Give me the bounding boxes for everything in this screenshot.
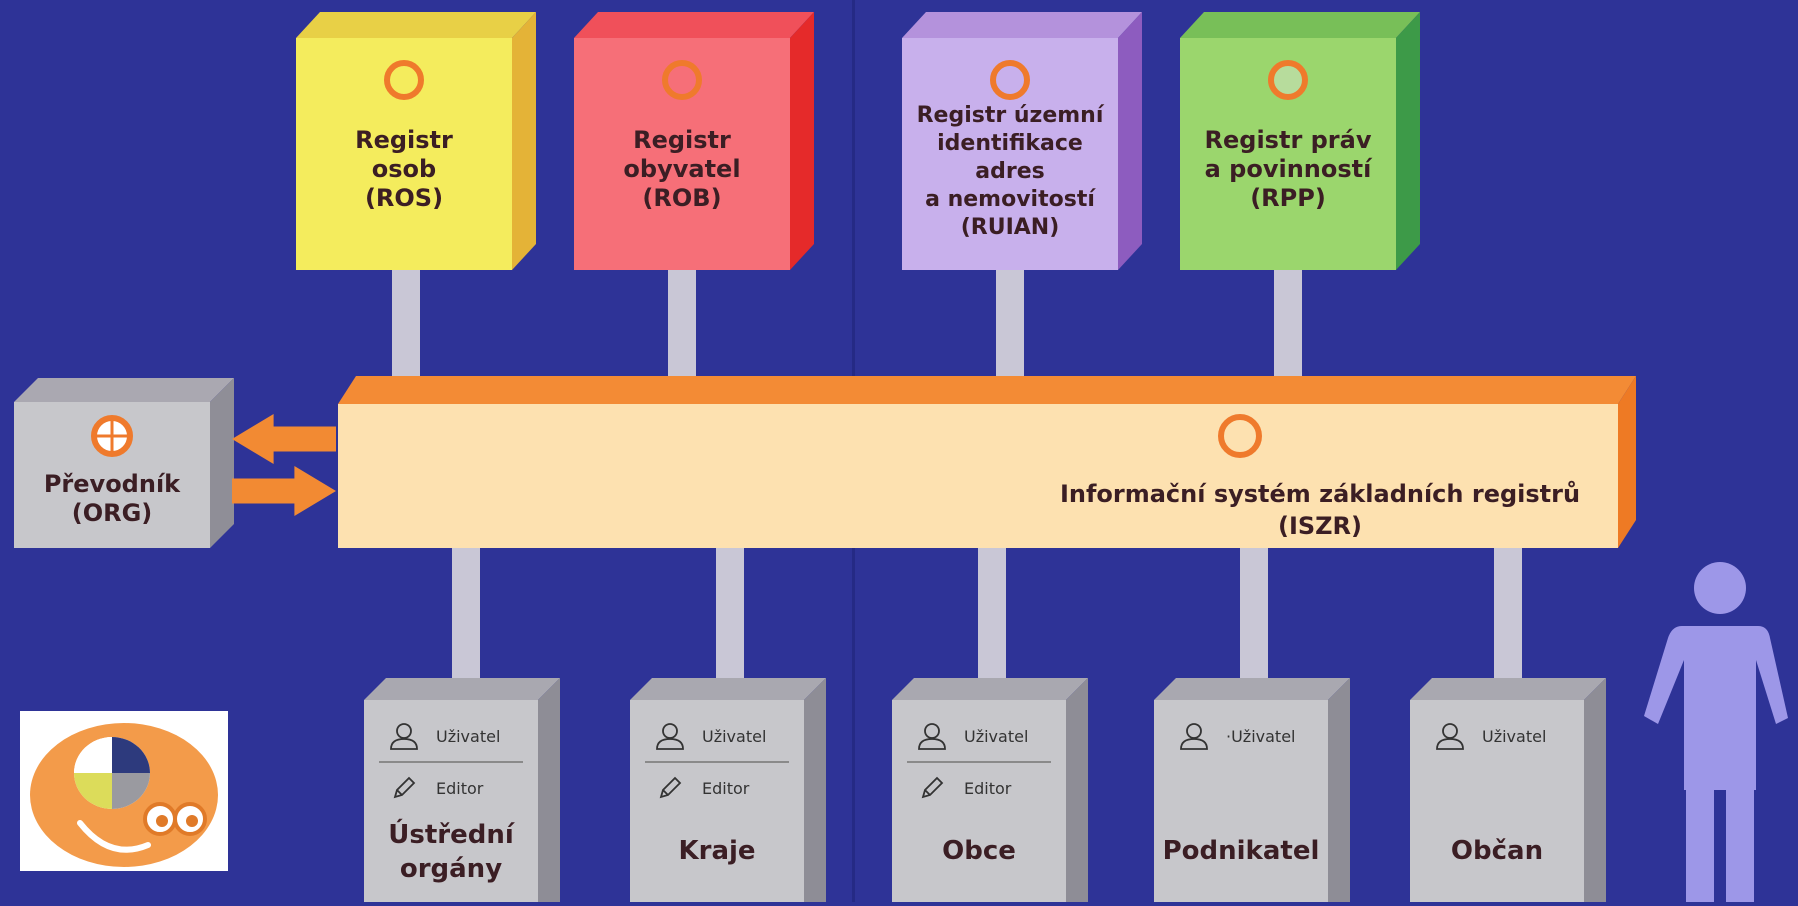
user-icon — [1176, 718, 1212, 754]
user-icon — [386, 718, 422, 754]
divider — [378, 761, 524, 763]
consumer-label: Kraje — [678, 836, 756, 866]
user-label: Uživatel — [964, 726, 1029, 746]
consumer-label: Občan — [1450, 836, 1544, 866]
registry-label: Registr obyvatel (ROB) — [623, 126, 741, 212]
circle-icon — [1268, 60, 1308, 100]
registry-ruian: Registr územní identifikace adres a nemo… — [902, 12, 1142, 270]
editor-label: Editor — [436, 778, 484, 798]
user-label: Uživatel — [436, 726, 501, 746]
registry-label: Registr práv a povinností (RPP) — [1204, 126, 1372, 212]
arrow-right-icon — [232, 466, 336, 516]
converter-label: Převodník (ORG) — [43, 470, 181, 527]
consumer-ustredni-organy: Uživatel Editor Ústřední orgány — [364, 678, 560, 902]
circle-icon — [990, 60, 1030, 100]
iszr-bar-side — [1618, 376, 1636, 548]
registry-ros: Registr osob (ROS) — [296, 12, 536, 270]
mascot-logo-icon — [20, 711, 228, 871]
iszr-label: Informační systém základních registrů (I… — [1059, 480, 1581, 540]
iszr-bar — [338, 404, 1618, 548]
connector — [1494, 548, 1522, 678]
divider — [644, 761, 790, 763]
registry-label: Registr osob (ROS) — [355, 126, 453, 212]
consumer-podnikatel: ·Uživatel Podnikatel — [1154, 678, 1350, 902]
connector — [452, 548, 480, 678]
connector — [668, 270, 696, 380]
registry-rpp: Registr práv a povinností (RPP) — [1180, 12, 1420, 270]
consumer-label: Obce — [942, 836, 1016, 866]
iszr-bar-top — [338, 376, 1636, 404]
connector — [1274, 270, 1302, 380]
converter-box: Převodník (ORG) — [14, 378, 234, 548]
pencil-icon — [914, 770, 950, 806]
arrow-left-icon — [232, 414, 336, 464]
registry-rob: Registr obyvatel (ROB) — [574, 12, 814, 270]
connector — [1240, 548, 1268, 678]
connector — [716, 548, 744, 678]
consumer-label: Podnikatel — [1162, 836, 1320, 866]
connector — [978, 548, 1006, 678]
circle-icon — [662, 60, 702, 100]
user-label: Uživatel — [702, 726, 767, 746]
registry-label: Registr územní identifikace adres a nemo… — [916, 103, 1104, 240]
consumer-kraje: Uživatel Editor Kraje — [630, 678, 826, 902]
user-icon — [652, 718, 688, 754]
editor-label: Editor — [702, 778, 750, 798]
consumer-obce: Uživatel Editor Obce — [892, 678, 1088, 902]
divider — [906, 761, 1052, 763]
consumer-label: Ústřední orgány — [388, 820, 514, 884]
crosshair-circle-icon — [90, 414, 134, 458]
user-icon — [1432, 718, 1468, 754]
user-label: ·Uživatel — [1226, 726, 1296, 746]
pencil-icon — [386, 770, 422, 806]
pencil-icon — [652, 770, 688, 806]
connector — [392, 270, 420, 380]
user-label: Uživatel — [1482, 726, 1547, 746]
editor-label: Editor — [964, 778, 1012, 798]
consumer-obcan: Uživatel Občan — [1410, 678, 1606, 902]
circle-icon — [384, 60, 424, 100]
connector — [996, 270, 1024, 380]
user-icon — [914, 718, 950, 754]
circle-icon — [1218, 414, 1262, 458]
person-icon — [1640, 548, 1790, 902]
